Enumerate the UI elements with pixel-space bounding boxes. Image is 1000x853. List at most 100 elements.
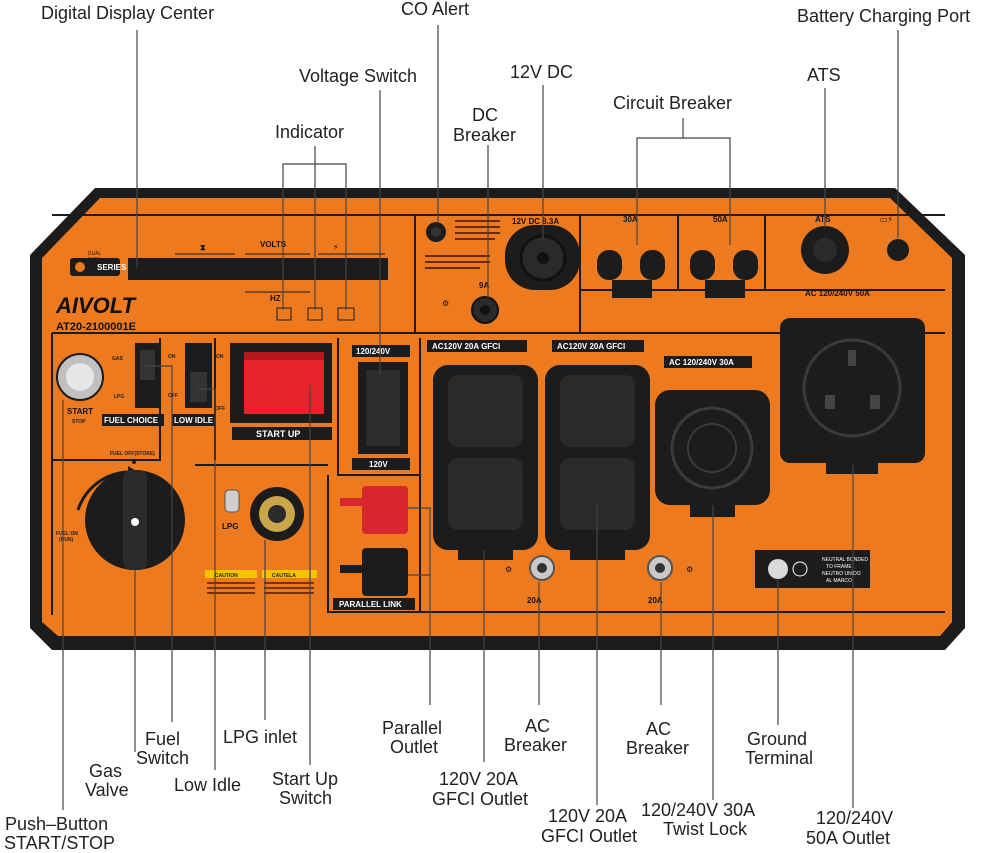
callout-battery-port: Battery Charging Port [797, 6, 970, 26]
caution-text-lines [207, 582, 314, 594]
run-label: (RUN) [59, 537, 73, 543]
callout-dc-breaker-2: Breaker [453, 125, 516, 145]
parallel-link-label: PARALLEL LINK [339, 600, 402, 609]
fuel-on-label: FUEL ON [56, 531, 78, 537]
callout-voltage-switch: Voltage Switch [299, 66, 417, 86]
dc-breaker-reset-icon: ⚙ [442, 299, 449, 308]
lpg-icon-label: LPG [222, 522, 238, 531]
dual-fuel-line1: DUAL [88, 251, 102, 257]
on-label-2: ON [216, 354, 224, 360]
callout-start-up-2: Switch [279, 788, 332, 808]
callout-pushbutton-1: Push–Button [5, 814, 108, 834]
neutral-line4: AL MARCO [826, 578, 852, 584]
gas-label: GAS [112, 356, 124, 362]
callout-gas-valve-1: Gas [89, 761, 122, 781]
reset-icon-2: ⚙ [686, 565, 693, 574]
brand-logo: AIVOLT [55, 293, 137, 318]
callout-dc-breaker-1: DC [472, 105, 498, 125]
callout-fuel-switch-2: Switch [136, 748, 189, 768]
neutral-line3: NEUTRO UNIDO [822, 571, 861, 577]
callout-12v-dc: 12V DC [510, 62, 573, 82]
callout-indicator: Indicator [275, 122, 344, 142]
breaker-50a-label: 50A [713, 215, 728, 224]
gfci1-label: AC120V 20A GFCI [432, 342, 500, 351]
dc12-label: 12V DC 8.3A [512, 217, 559, 226]
lightning-icon: ⚡ [333, 243, 339, 252]
neutral-line2: TO FRAME [826, 564, 852, 570]
off-label-1: OFF [168, 393, 178, 399]
parallel-outlet-red[interactable] [362, 486, 408, 534]
callout-co-alert: CO Alert [401, 0, 469, 19]
callout-start-up-1: Start Up [272, 769, 338, 789]
indicator-light-1 [276, 307, 292, 321]
callout-ats: ATS [807, 65, 841, 85]
ac-breaker-20a-2-label: 20A [648, 596, 663, 605]
callout-gas-valve-2: Valve [85, 780, 129, 800]
dual-fuel-icon [75, 262, 85, 272]
nine-a-label: 9A [479, 281, 489, 290]
callout-digital-display: Digital Display Center [41, 3, 214, 23]
digital-display-screen [128, 258, 388, 280]
breaker-30a-label: 30A [623, 215, 638, 224]
reset-icon-1: ⚙ [505, 565, 512, 574]
cautela-label: CAUTELA [272, 573, 296, 579]
ats-label: ATS [815, 215, 831, 224]
off-label-2: OFF [215, 406, 225, 412]
parallel-outlet-black[interactable] [362, 548, 408, 596]
callout-parallel-1: Parallel [382, 718, 442, 738]
stop-label: STOP [72, 419, 86, 425]
lpg-label: LPG [114, 394, 124, 400]
callout-ac-breaker-b-2: Breaker [626, 738, 689, 758]
on-label-1: ON [168, 354, 176, 360]
callout-twist-2: Twist Lock [663, 819, 748, 839]
callout-ac-breaker-a-1: AC [525, 716, 550, 736]
callout-out50-1: 120/240V [816, 808, 893, 828]
callout-gfci2-2: GFCI Outlet [541, 826, 637, 846]
fuel-off-label: FUEL OFF(STORE) [110, 451, 155, 457]
hourglass-icon: ⧗ [200, 243, 206, 252]
callout-ac-breaker-a-2: Breaker [504, 735, 567, 755]
callout-parallel-2: Outlet [390, 737, 438, 757]
twist-lock-label: AC 120/240V 30A [669, 358, 734, 367]
series-label: SERIES [97, 263, 127, 272]
start-label: START [67, 407, 93, 416]
voltage-120-label: 120V [369, 460, 388, 469]
callout-ground-2: Terminal [745, 748, 813, 768]
callout-gfci2-1: 120V 20A [548, 806, 627, 826]
callout-gfci1-2: GFCI Outlet [432, 789, 528, 809]
caution-label: CAUTION [215, 573, 238, 579]
ground-icon [792, 561, 808, 577]
battery-charging-port[interactable] [887, 239, 909, 261]
callout-gfci1-1: 120V 20A [439, 769, 518, 789]
callout-twist-1: 120/240V 30A [641, 800, 755, 820]
lpg-tank-icon [224, 489, 240, 513]
low-idle-label: LOW IDLE [174, 416, 214, 425]
callout-ac-breaker-b-1: AC [646, 719, 671, 739]
callout-out50-2: 50A Outlet [806, 828, 890, 848]
start-up-label: START UP [256, 429, 300, 439]
leader-lines [62, 25, 899, 810]
co-alert-text-lines [425, 220, 500, 269]
callout-ground-1: Ground [747, 729, 807, 749]
volts-label: VOLTS [260, 240, 287, 249]
callout-low-idle: Low Idle [174, 775, 241, 795]
hz-label: HZ [270, 294, 281, 303]
gfci2-label: AC120V 20A GFCI [557, 342, 625, 351]
ground-terminal[interactable] [768, 559, 788, 579]
battery-icon: ▭⚡ [880, 215, 893, 224]
fuel-choice-label: FUEL CHOICE [104, 416, 159, 425]
outlet-50a-cover-tab [826, 462, 878, 474]
model-number: AT20-2100001E [56, 321, 136, 333]
breaker-30a[interactable] [597, 250, 665, 298]
series-badge [70, 258, 120, 276]
ac-breaker-20a-1-label: 20A [527, 596, 542, 605]
start-up-switch[interactable] [244, 352, 324, 414]
neutral-line1: NEUTRAL BONDED [822, 557, 868, 563]
breaker-50a[interactable] [690, 250, 758, 298]
voltage-120-240-label: 120/240V [356, 347, 391, 356]
callout-fuel-switch-1: Fuel [145, 729, 180, 749]
out50-label: AC 120/240V 50A [805, 289, 870, 298]
callout-lpg-inlet: LPG inlet [223, 727, 297, 747]
callout-pushbutton-2: START/STOP [4, 833, 115, 853]
